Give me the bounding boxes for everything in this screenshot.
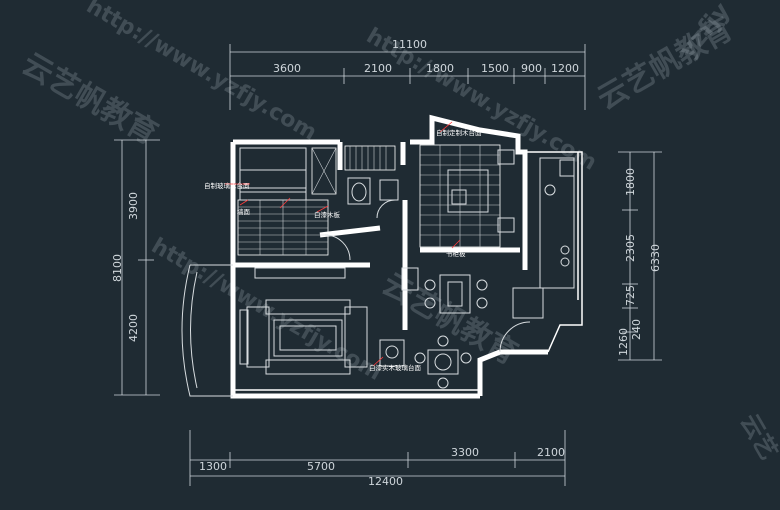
walls-thin [233,151,583,391]
dim-left-total: 8100 [111,254,124,282]
dim-right-seg-3: 725 [624,285,637,306]
dim-bottom-total: 12400 [368,475,403,488]
furniture [181,147,575,397]
leader-lines [225,121,461,367]
watermark-text-2: 云艺 [735,409,780,465]
label-glass-desk: 白漆实木玻璃台面 [369,363,422,372]
dim-top-seg-4: 1500 [481,62,509,75]
dim-left-seg-1: 3900 [127,192,140,220]
dim-top-seg-1: 3600 [273,62,301,75]
dimension-bottom [189,430,566,486]
label-wall: 墙面 [237,207,251,216]
dim-bottom-seg-3: 3300 [451,446,479,459]
floor-hatch [237,144,501,256]
dim-bottom-seg-2: 5700 [307,460,335,473]
dim-right-seg-1: 1800 [624,168,637,196]
label-custom-desk: 自制定制木台面 [436,128,482,137]
dim-right-seg-5: 240 [630,319,643,340]
dimension-top [229,44,586,110]
dim-left-seg-2: 4200 [127,314,140,342]
watermark-brand-1: 云艺帆教育 [16,47,163,152]
walls [230,114,548,399]
dim-right-seg-4: 1260 [617,328,630,356]
label-bedroom-desk: 自制玻璃木台面 [204,181,250,190]
dimension-left [114,139,160,396]
label-white-board: 白漆木板 [314,210,341,219]
dim-top-total: 11100 [392,38,427,51]
dim-right-seg-2: 2305 [624,234,637,262]
dim-right-total: 6330 [649,244,662,272]
dim-top-seg-6: 1200 [551,62,579,75]
dim-bottom-seg-4: 2100 [537,446,565,459]
dim-bottom-seg-1: 1300 [199,460,227,473]
dim-top-seg-2: 2100 [364,62,392,75]
dim-top-seg-5: 900 [521,62,542,75]
dimension-right [618,151,662,361]
dim-top-seg-3: 1800 [426,62,454,75]
label-bookshelf: 书柜板 [446,249,466,258]
